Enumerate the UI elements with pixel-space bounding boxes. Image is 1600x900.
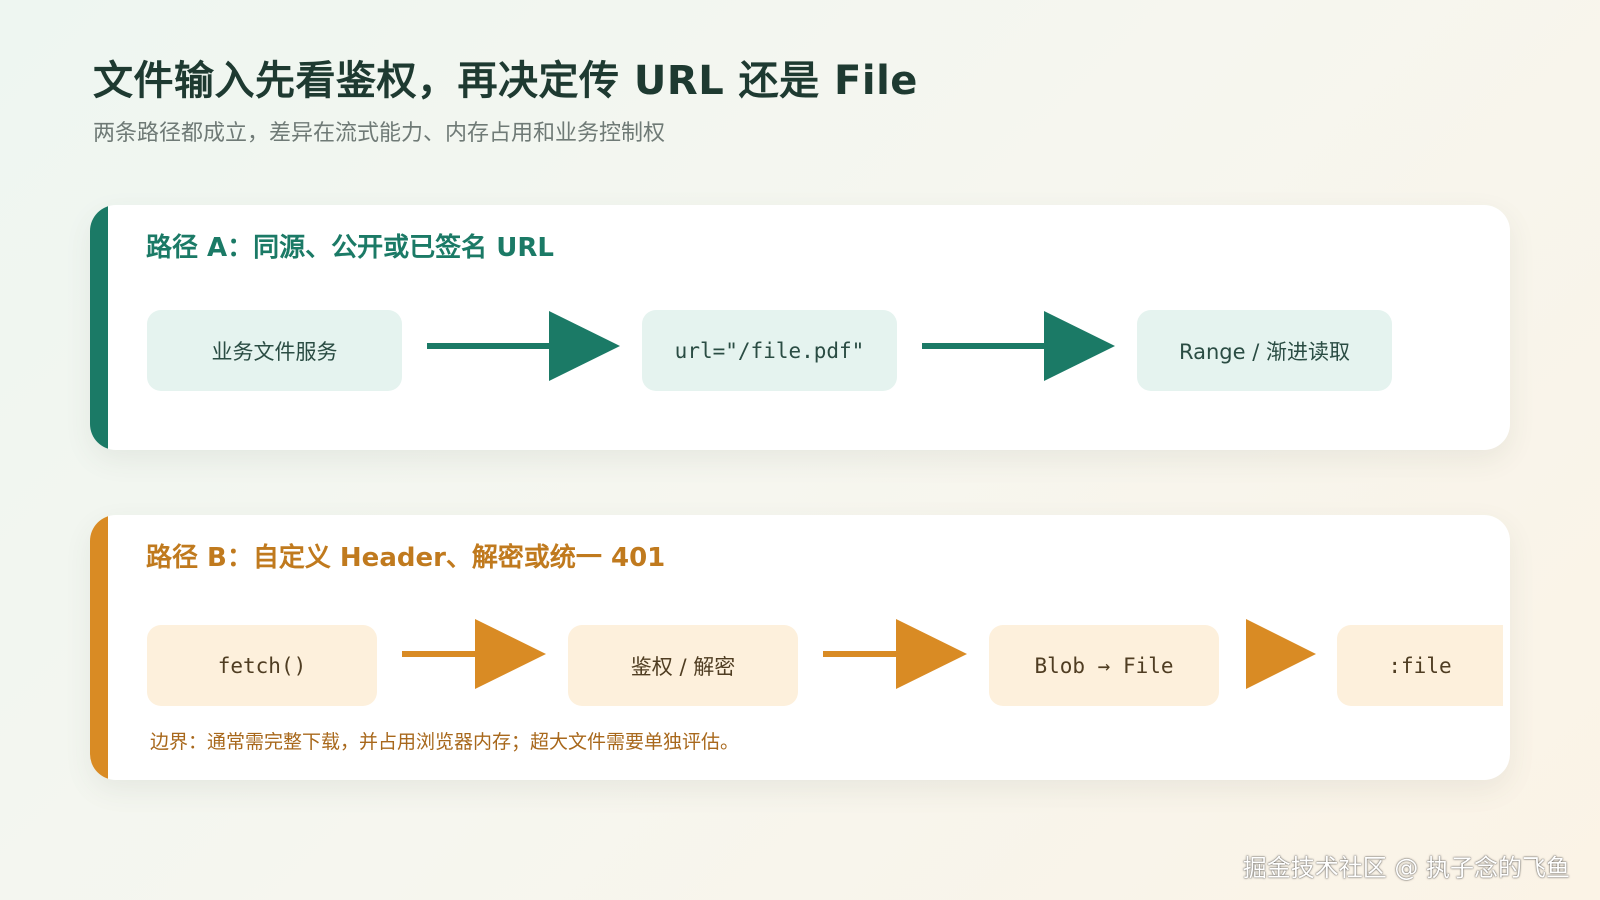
path-b-node-file-prop: :file xyxy=(1337,625,1503,706)
path-b-title: 路径 B：自定义 Header、解密或统一 401 xyxy=(146,543,666,573)
path-a-card: 路径 A：同源、公开或已签名 URL 业务文件服务 url="/file.pdf… xyxy=(90,205,1510,450)
path-b-accent-bar xyxy=(90,515,108,780)
path-a-node-url: url="/file.pdf" xyxy=(642,310,897,391)
path-b-arrow-3 xyxy=(1246,619,1316,689)
page-title: 文件输入先看鉴权，再决定传 URL 还是 File xyxy=(93,58,918,104)
path-b-node-blob-file: Blob → File xyxy=(989,625,1219,706)
path-b-node-auth-decrypt: 鉴权 / 解密 xyxy=(568,625,798,706)
path-a-accent-bar xyxy=(90,205,108,450)
page-subtitle: 两条路径都成立，差异在流式能力、内存占用和业务控制权 xyxy=(93,121,666,146)
path-a-arrow-2 xyxy=(922,311,1115,381)
path-b-card: 路径 B：自定义 Header、解密或统一 401 fetch() 鉴权 / 解… xyxy=(90,515,1510,780)
path-a-title: 路径 A：同源、公开或已签名 URL xyxy=(146,233,554,263)
path-b-arrow-1 xyxy=(402,619,546,689)
path-a-arrow-1 xyxy=(427,311,620,381)
path-a-node-range-read: Range / 渐进读取 xyxy=(1137,310,1392,391)
path-b-arrow-2 xyxy=(823,619,967,689)
watermark: 掘金技术社区 @ 执子念的飞鱼 xyxy=(1242,854,1570,882)
path-b-node-fetch: fetch() xyxy=(147,625,377,706)
path-a-node-file-service: 业务文件服务 xyxy=(147,310,402,391)
path-b-boundary-note: 边界：通常需完整下载，并占用浏览器内存；超大文件需要单独评估。 xyxy=(150,731,740,753)
